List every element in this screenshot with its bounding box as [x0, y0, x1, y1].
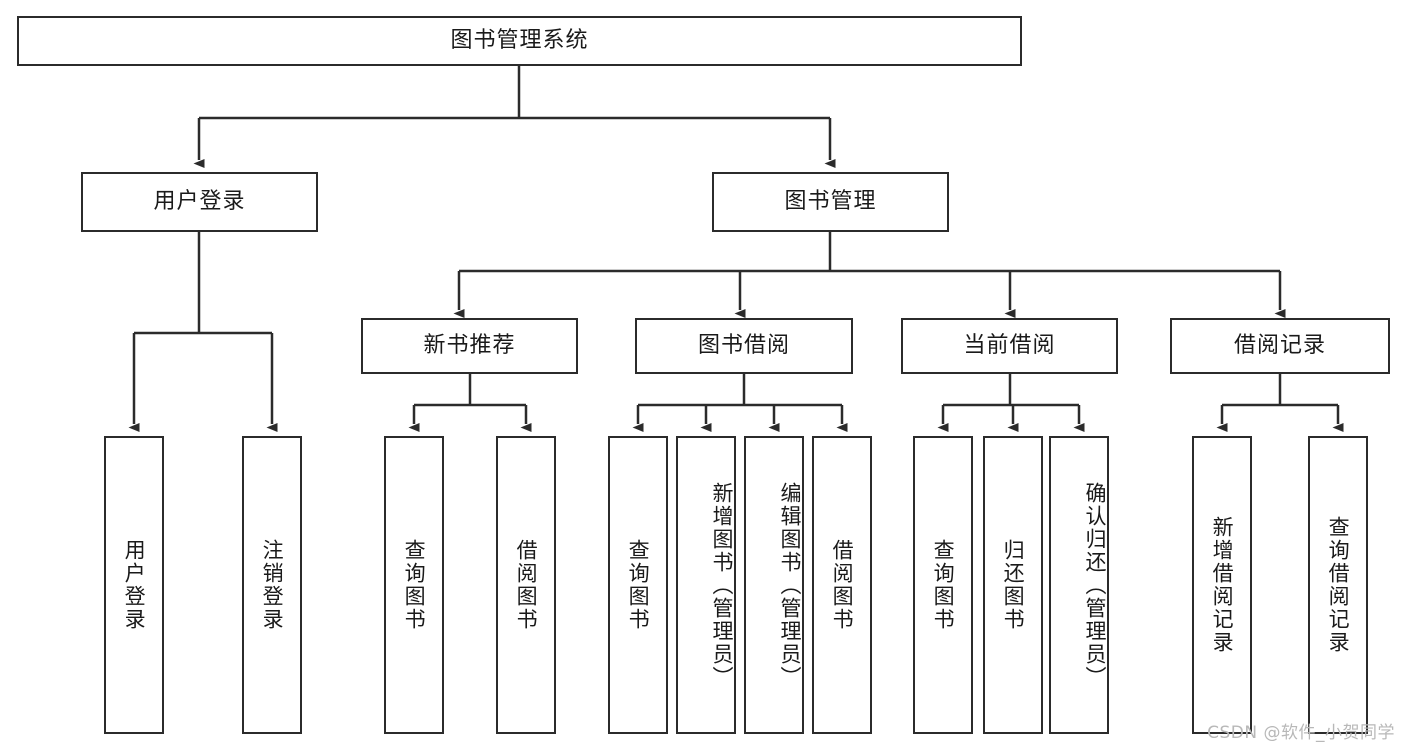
- node-label: 借阅记录: [1233, 332, 1326, 358]
- node-label: 归还图书: [1001, 539, 1026, 631]
- node-label: 当前借阅: [963, 332, 1056, 358]
- node-borrow-record[interactable]: 借阅记录: [1170, 318, 1390, 374]
- node-label: 确认归还（管理员）: [1083, 481, 1107, 689]
- leaf-borrow-book-1[interactable]: 借阅图书: [496, 436, 556, 734]
- leaf-return-book[interactable]: 归还图书: [983, 436, 1043, 734]
- leaf-query-borrow-record[interactable]: 查询借阅记录: [1308, 436, 1368, 734]
- node-book-borrow[interactable]: 图书借阅: [635, 318, 853, 374]
- node-book-management[interactable]: 图书管理: [712, 172, 949, 232]
- node-label: 图书管理: [784, 188, 877, 214]
- leaf-edit-book-admin[interactable]: 编辑图书（管理员）: [744, 436, 804, 734]
- node-label: 新书推荐: [423, 332, 516, 358]
- node-label: 图书借阅: [697, 332, 790, 358]
- leaf-query-book-3[interactable]: 查询图书: [913, 436, 973, 734]
- leaf-add-book-admin[interactable]: 新增图书（管理员）: [676, 436, 736, 734]
- node-label: 注销登录: [260, 539, 285, 631]
- node-label: 用户登录: [122, 539, 147, 631]
- leaf-confirm-return-admin[interactable]: 确认归还（管理员）: [1049, 436, 1109, 734]
- leaf-logout-login[interactable]: 注销登录: [242, 436, 302, 734]
- leaf-borrow-book-2[interactable]: 借阅图书: [812, 436, 872, 734]
- node-new-book-recommend[interactable]: 新书推荐: [361, 318, 578, 374]
- node-user-login[interactable]: 用户登录: [81, 172, 318, 232]
- watermark-text: CSDN @软件_小贺同学: [1207, 723, 1395, 743]
- node-label: 查询图书: [626, 539, 651, 631]
- node-label: 新增图书（管理员）: [710, 481, 734, 689]
- node-label: 新增借阅记录: [1210, 516, 1235, 654]
- leaf-query-book-2[interactable]: 查询图书: [608, 436, 668, 734]
- node-label: 借阅图书: [514, 539, 539, 631]
- leaf-add-borrow-record[interactable]: 新增借阅记录: [1192, 436, 1252, 734]
- node-label: 查询图书: [402, 539, 427, 631]
- node-label: 图书管理系统: [450, 27, 589, 53]
- node-book-management-system[interactable]: 图书管理系统: [17, 16, 1022, 66]
- node-label: 查询借阅记录: [1326, 516, 1351, 654]
- node-label: 编辑图书（管理员）: [778, 481, 802, 689]
- node-label: 查询图书: [931, 539, 956, 631]
- leaf-user-login[interactable]: 用户登录: [104, 436, 164, 734]
- node-label: 借阅图书: [830, 539, 855, 631]
- leaf-query-book-1[interactable]: 查询图书: [384, 436, 444, 734]
- node-current-borrow[interactable]: 当前借阅: [901, 318, 1118, 374]
- node-label: 用户登录: [153, 188, 246, 214]
